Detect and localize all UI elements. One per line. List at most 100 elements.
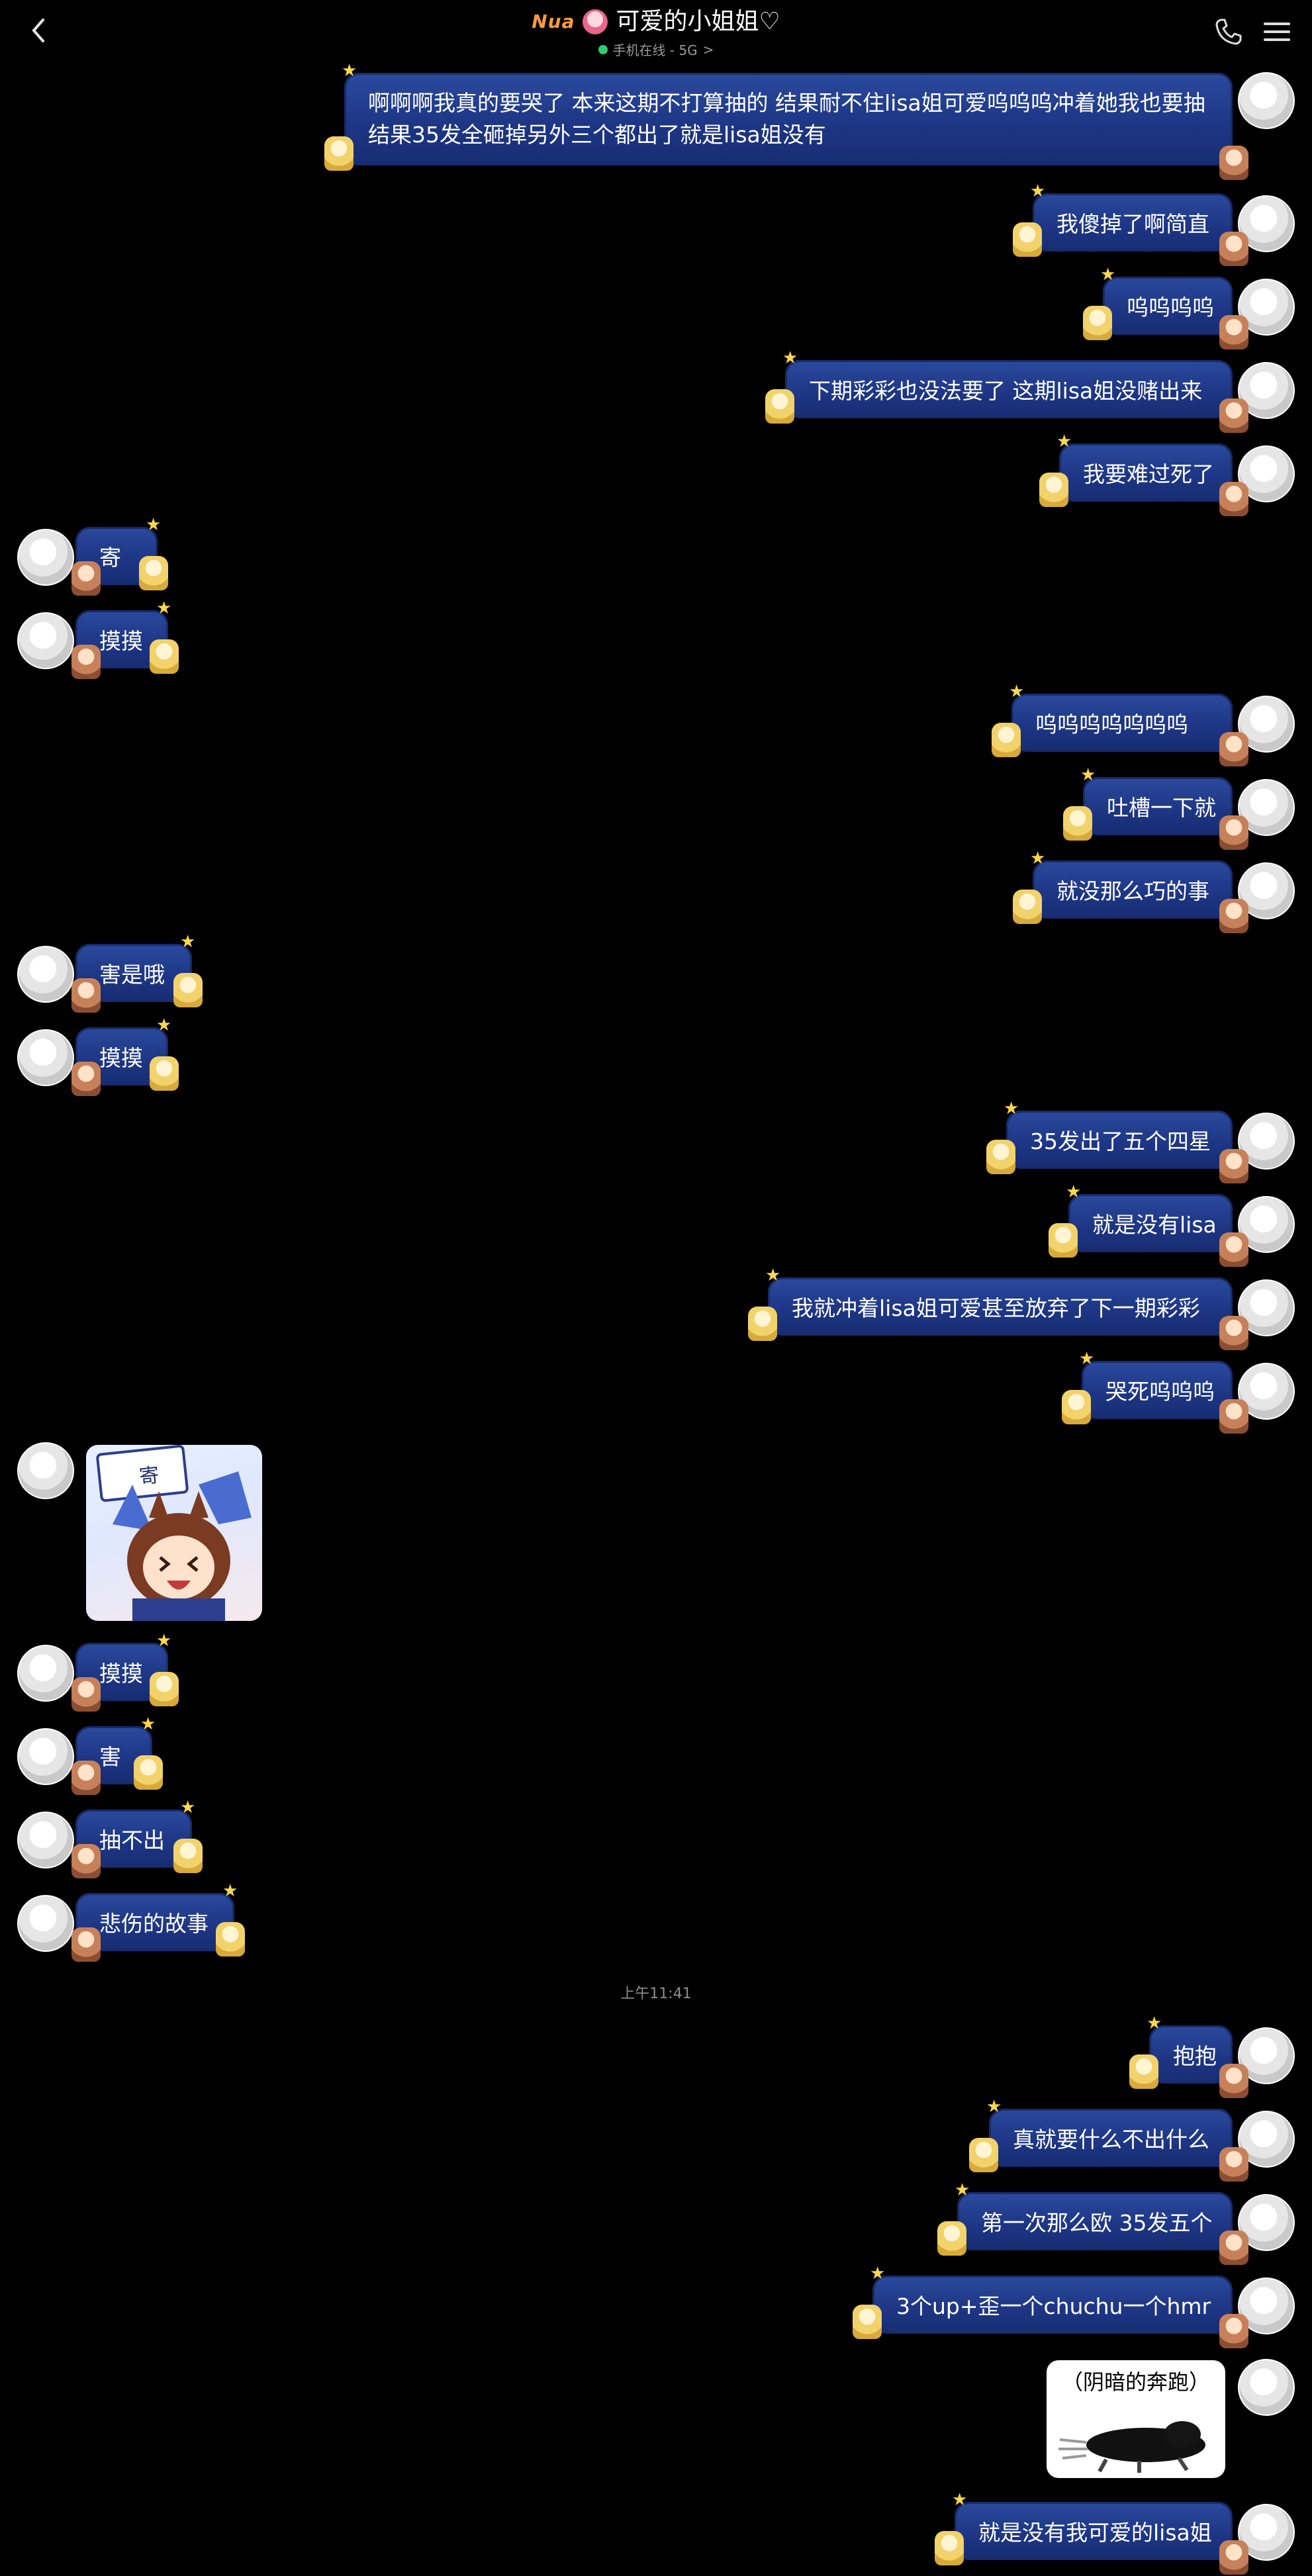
avatar[interactable] bbox=[17, 529, 74, 586]
chibi-deco-icon bbox=[216, 1922, 245, 1956]
message-text: 悲伤的故事 bbox=[99, 1911, 209, 1937]
star-deco-icon: ★ bbox=[1009, 682, 1025, 702]
message-text: 就是没有lisa bbox=[1092, 1212, 1217, 1238]
chibi-deco-icon bbox=[324, 136, 353, 171]
chibi-deco-icon bbox=[1013, 890, 1042, 924]
message-text: 35发出了五个四星 bbox=[1030, 1128, 1211, 1154]
avatar[interactable] bbox=[17, 1895, 74, 1952]
chibi-deco-icon bbox=[71, 978, 101, 1013]
star-deco-icon: ★ bbox=[180, 932, 196, 952]
avatar[interactable] bbox=[17, 1812, 74, 1868]
chibi-deco-icon bbox=[173, 1839, 203, 1873]
chibi-deco-icon bbox=[765, 389, 794, 424]
message-text: 3个up+歪一个chuchu一个hmr bbox=[896, 2293, 1211, 2319]
avatar[interactable] bbox=[17, 612, 74, 669]
message-bubble[interactable]: 我就冲着lisa姐可爱甚至放弃了下一期彩彩 bbox=[768, 1277, 1233, 1336]
message-text: 摸摸 bbox=[99, 1661, 143, 1686]
chibi-deco-icon bbox=[1013, 222, 1042, 257]
avatar[interactable] bbox=[17, 1728, 74, 1785]
chibi-deco-icon bbox=[1062, 1390, 1091, 1424]
message-text: 哭死呜呜呜 bbox=[1105, 1379, 1215, 1404]
chat-header: Nua 可爱的小姐姐♡ 手机在线 - 5G > bbox=[0, 0, 1312, 66]
chibi-deco-icon bbox=[1129, 2054, 1158, 2089]
chibi-deco-icon bbox=[1219, 815, 1248, 850]
message-bubble[interactable]: 3个up+歪一个chuchu一个hmr bbox=[872, 2276, 1233, 2334]
online-status: 手机在线 - 5G > bbox=[0, 40, 1312, 59]
avatar[interactable] bbox=[1238, 2504, 1295, 2561]
message-bubble[interactable]: 哭死呜呜呜 bbox=[1082, 1361, 1233, 1419]
chibi-deco-icon bbox=[71, 645, 101, 679]
avatar[interactable] bbox=[17, 1029, 74, 1086]
star-deco-icon: ★ bbox=[1056, 432, 1072, 451]
chibi-deco-icon bbox=[134, 1755, 163, 1790]
message-text: 吐槽一下就 bbox=[1107, 795, 1216, 821]
status-text: 手机在线 - 5G bbox=[612, 42, 698, 58]
message-text: 我傻掉了啊简直 bbox=[1056, 211, 1209, 237]
avatar[interactable] bbox=[1238, 2359, 1295, 2416]
chibi-deco-icon bbox=[173, 973, 203, 1007]
chibi-deco-icon bbox=[937, 2221, 966, 2256]
chat-title-block[interactable]: Nua 可爱的小姐姐♡ 手机在线 - 5G > bbox=[0, 5, 1312, 59]
message-bubble[interactable]: 呜呜呜呜 bbox=[1103, 277, 1233, 335]
image-message[interactable]: （阴暗的奔跑） bbox=[1047, 2360, 1225, 2478]
phone-button[interactable] bbox=[1213, 16, 1244, 48]
chibi-deco-icon bbox=[71, 1844, 101, 1878]
chibi-deco-icon bbox=[1219, 2540, 1248, 2575]
star-deco-icon: ★ bbox=[180, 1798, 196, 1817]
chevron-left-icon bbox=[32, 19, 44, 42]
message-text: 呜呜呜呜呜呜呜 bbox=[1035, 712, 1188, 737]
star-deco-icon: ★ bbox=[1100, 265, 1116, 285]
message-bubble[interactable]: 就是没有lisa bbox=[1068, 1194, 1233, 1252]
avatar[interactable] bbox=[1238, 779, 1295, 836]
message-text: 真就要什么不出什么 bbox=[1013, 2127, 1209, 2152]
chibi-deco-icon bbox=[1219, 1316, 1248, 1350]
message-bubble[interactable]: 摸摸 bbox=[75, 1643, 168, 1701]
chibi-deco-icon bbox=[1039, 473, 1068, 507]
message-bubble[interactable]: 我要难过死了 bbox=[1059, 443, 1233, 502]
message-bubble[interactable]: 真就要什么不出什么 bbox=[989, 2109, 1233, 2167]
message-text: 摸摸 bbox=[99, 1045, 143, 1071]
message-bubble[interactable]: 吐槽一下就 bbox=[1083, 777, 1233, 835]
star-deco-icon: ★ bbox=[1079, 1349, 1095, 1369]
menu-icon bbox=[1264, 23, 1290, 41]
message-bubble[interactable]: 呜呜呜呜呜呜呜 bbox=[1011, 694, 1233, 752]
star-deco-icon: ★ bbox=[1004, 1099, 1019, 1119]
chibi-deco-icon bbox=[1219, 1149, 1248, 1183]
message-bubble[interactable]: 第一次那么欧 35发五个 bbox=[957, 2192, 1233, 2250]
timestamp: 上午11:41 bbox=[620, 1986, 692, 2002]
star-deco-icon: ★ bbox=[1066, 1182, 1082, 1202]
star-deco-icon: ★ bbox=[986, 2097, 1002, 2117]
message-bubble[interactable]: 35发出了五个四星 bbox=[1006, 1111, 1233, 1169]
chibi-deco-icon bbox=[1083, 306, 1112, 340]
menu-button[interactable] bbox=[1261, 17, 1293, 46]
phone-icon bbox=[1215, 19, 1242, 45]
chibi-deco-icon bbox=[1219, 398, 1248, 433]
chibi-deco-icon bbox=[1219, 2231, 1248, 2265]
star-deco-icon: ★ bbox=[140, 1714, 156, 1734]
chibi-deco-icon bbox=[1219, 732, 1248, 766]
message-bubble[interactable]: 就没那么巧的事 bbox=[1033, 860, 1233, 919]
chibi-deco-icon bbox=[748, 1307, 777, 1341]
message-bubble[interactable]: 我傻掉了啊简直 bbox=[1033, 193, 1233, 252]
message-bubble[interactable]: 就是没有我可爱的lisa姐 bbox=[955, 2502, 1233, 2560]
chat-title: 可爱的小姐姐♡ bbox=[616, 8, 780, 35]
message-bubble[interactable]: 抱抱 bbox=[1149, 2025, 1233, 2084]
chibi-deco-icon bbox=[1219, 482, 1248, 516]
sticker-image[interactable]: 寄 bbox=[86, 1445, 262, 1621]
avatar[interactable] bbox=[1238, 72, 1295, 129]
back-button[interactable] bbox=[20, 12, 57, 49]
avatar[interactable] bbox=[17, 1442, 74, 1499]
online-dot-icon bbox=[598, 44, 608, 54]
avatar[interactable] bbox=[17, 946, 74, 1003]
chibi-deco-icon bbox=[1219, 232, 1248, 266]
chibi-deco-icon bbox=[1219, 1399, 1248, 1434]
message-bubble[interactable]: 悲伤的故事 bbox=[75, 1893, 234, 1951]
star-deco-icon: ★ bbox=[1030, 849, 1046, 868]
message-bubble[interactable]: 下期彩彩也没法要了 这期lisa姐没赌出来 bbox=[785, 360, 1233, 418]
message-bubble[interactable]: 啊啊啊我真的要哭了 本来这期不打算抽的 结果耐不住lisa姐可爱呜呜呜冲着她我也… bbox=[344, 73, 1233, 165]
chibi-deco-icon bbox=[71, 1062, 101, 1096]
image-caption: （阴暗的奔跑） bbox=[1061, 2369, 1210, 2395]
avatar[interactable] bbox=[17, 1645, 74, 1702]
chibi-deco-icon bbox=[1219, 146, 1248, 180]
message-text: 摸摸 bbox=[99, 628, 143, 654]
